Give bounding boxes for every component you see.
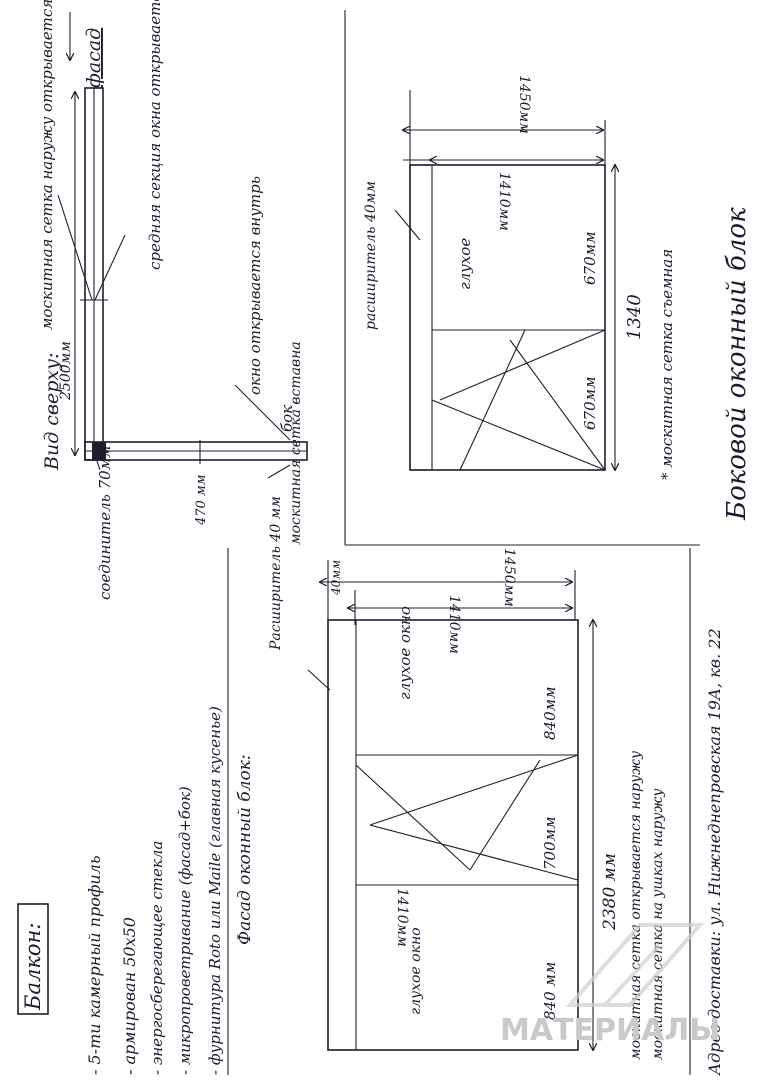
side-expander-label: расширитель 40мм — [363, 181, 379, 330]
side-label: бок — [278, 405, 296, 432]
top-view-drawing — [57, 12, 308, 479]
facade-dim-1410-left: 1410мм — [394, 888, 410, 947]
facade-blind-right: глухое окно — [396, 606, 414, 700]
dim-2500: 2500мм — [58, 341, 74, 401]
facade-mesh-note-1: москитная сетка открывается наружу — [628, 750, 644, 1060]
side-block-title: Боковой оконный блок — [722, 207, 752, 521]
middle-section-note: средняя секция окна открывается внутрь — [146, 0, 164, 270]
facade-block-drawing — [307, 560, 593, 1051]
facade-width-left: 840 мм — [541, 962, 559, 1020]
delivery-address: Адрес доставки: ул. Нижнеднепровская 19А… — [705, 628, 724, 1076]
balcony-title: Балкон: — [21, 923, 45, 1011]
spec-item: - фурнитура Roto или Maile (главная кусе… — [206, 706, 224, 1075]
spec-item: - армирован 50х50 — [120, 917, 139, 1075]
side-width-bottom: 670мм — [581, 376, 599, 430]
spec-item: - микропроветривание (фасад+бок) — [176, 786, 194, 1075]
facade-dim-1450: 1450мм — [501, 548, 517, 607]
side-block-drawing — [394, 90, 615, 471]
dim-470: 470 мм — [194, 474, 209, 526]
side-blind-label: глухое — [456, 238, 474, 290]
watermark-text: МАТЕРИАЛЫ — [500, 1013, 720, 1048]
facade-total: 2380 мм — [600, 853, 620, 931]
section-dividers — [227, 10, 700, 1075]
mesh-outward-note: москитная сетка наружу открывается — [38, 0, 56, 330]
side-width-top: 670мм — [581, 231, 599, 285]
spec-item: - энергосберегающее стекла — [148, 841, 166, 1075]
side-mesh-note: москитная сетка вставна — [288, 341, 304, 545]
side-mesh-note: * москитная сетка съемная — [658, 249, 676, 480]
connector-note: соединитель 70мм — [96, 445, 114, 600]
side-dim-1410: 1410мм — [496, 172, 512, 231]
side-dim-1450: 1450мм — [516, 75, 532, 134]
facade-width-middle: 700мм — [541, 816, 559, 870]
facade-label: фасад — [83, 28, 105, 88]
side-window-opens-note: окно открывается внутрь — [246, 176, 264, 395]
facade-expander-label: Расширитель 40 мм — [268, 496, 284, 651]
facade-block-title: Фасад оконный блок: — [235, 754, 255, 945]
watermark-logo — [565, 923, 705, 1007]
spec-item: - 5-ти камерный профиль — [85, 855, 104, 1075]
facade-blind-left: глухое окно — [408, 927, 424, 1015]
side-total: 1340 — [624, 294, 645, 340]
top-view-title: Вид сверху: — [41, 352, 63, 471]
facade-dim-40: 40мм — [329, 560, 343, 596]
facade-width-right: 840мм — [541, 686, 559, 740]
facade-dim-1410: 1410мм — [446, 595, 462, 654]
